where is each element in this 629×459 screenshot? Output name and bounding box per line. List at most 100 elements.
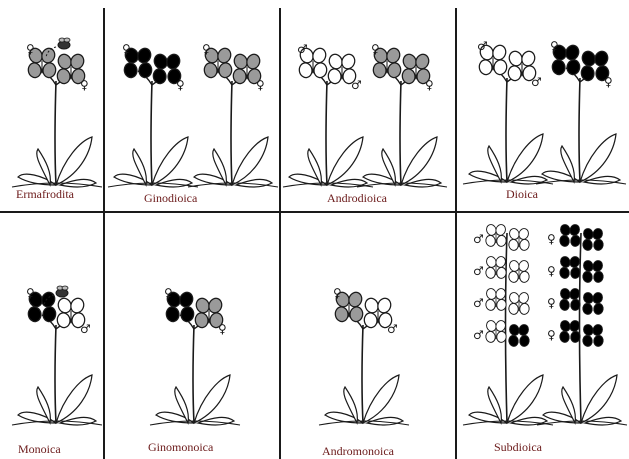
petal — [591, 323, 604, 336]
male-flower — [485, 319, 507, 343]
leaf — [581, 375, 617, 423]
panel-andromonoica: ♀♂ Andromonoica — [281, 213, 455, 459]
leaf — [56, 375, 92, 423]
panel-art: ♂♂♀♀ — [281, 0, 455, 211]
panel-art: ♀♂ — [281, 213, 455, 459]
petal — [593, 239, 604, 251]
leaf — [580, 134, 616, 182]
panel-ginodioica: ♀♀♀♀ Ginodioica — [104, 0, 279, 211]
male-flower — [508, 291, 530, 315]
female-flower — [582, 323, 604, 347]
female-symbol: ♀ — [26, 42, 35, 56]
male-symbol: ♂ — [351, 78, 362, 92]
bee-wing — [62, 286, 68, 290]
petal — [591, 259, 604, 272]
plant: ♂♂♂♂ — [463, 223, 553, 425]
panel-androdioica: ♂♂♀♀ Androdioica — [281, 0, 455, 211]
petal — [559, 299, 570, 311]
petal — [180, 306, 195, 323]
petal — [507, 65, 522, 82]
plant: ♂♂ — [283, 42, 373, 187]
petal — [56, 312, 71, 329]
petal — [232, 68, 247, 85]
petal — [334, 306, 349, 323]
plant: ♀♀♀♀ — [537, 223, 627, 425]
stem — [151, 81, 152, 185]
female-symbol: ♀ — [122, 42, 131, 56]
stem — [400, 81, 401, 185]
leaf — [56, 137, 92, 185]
petal — [551, 59, 566, 76]
petal — [496, 235, 507, 247]
female-symbol: ♀ — [333, 286, 342, 300]
plant: ♀♀ — [188, 42, 278, 187]
petal — [564, 43, 581, 61]
female-symbol: ♀ — [604, 75, 613, 89]
panel-label: Ermafrodita — [16, 187, 74, 202]
male-flower — [508, 227, 530, 251]
petal — [123, 62, 138, 79]
panel-monoica: ♀♂ Monoica — [0, 213, 103, 459]
female-flower — [559, 319, 581, 343]
stem — [326, 81, 327, 185]
male-symbol: ♂ — [473, 232, 484, 246]
petal — [372, 62, 387, 79]
petal — [519, 239, 530, 251]
male-flower — [485, 255, 507, 279]
plant: ♀♀ — [357, 42, 447, 187]
female-symbol: ♀ — [425, 78, 434, 92]
petal — [349, 306, 364, 323]
petal — [519, 335, 530, 347]
petal — [27, 306, 42, 323]
panel-label: Monoica — [18, 442, 61, 457]
leaf — [507, 375, 543, 423]
petal — [593, 271, 604, 283]
petal — [593, 335, 604, 347]
female-flower — [559, 287, 581, 311]
stem — [579, 78, 580, 182]
petal — [485, 235, 496, 247]
petal — [40, 290, 57, 308]
male-symbol: ♂ — [387, 322, 398, 336]
panel-art: ♂♂♀♀ — [457, 0, 629, 211]
petal — [387, 62, 402, 79]
panel-label: Subdioica — [494, 440, 542, 455]
plant: ♀♂ — [12, 286, 102, 425]
petal — [327, 68, 342, 85]
female-symbol: ♀ — [80, 78, 89, 92]
petal — [165, 52, 182, 70]
petal — [566, 59, 581, 76]
plant: ♀♀ — [108, 42, 198, 187]
petal — [593, 49, 610, 67]
male-symbol: ♂ — [80, 322, 91, 336]
petal — [165, 306, 180, 323]
petal — [582, 239, 593, 251]
male-flower — [508, 259, 530, 283]
stem — [506, 78, 507, 182]
petal — [508, 239, 519, 251]
female-symbol: ♀ — [26, 286, 35, 300]
female-symbol: ♀ — [547, 264, 556, 278]
petal — [570, 235, 581, 247]
petal — [485, 331, 496, 343]
leaf — [507, 134, 543, 182]
petal — [401, 68, 416, 85]
petal — [203, 62, 218, 79]
male-symbol: ♂ — [473, 264, 484, 278]
male-flower — [485, 287, 507, 311]
plant: ♀♀ — [150, 286, 240, 425]
male-symbol: ♂ — [477, 39, 488, 53]
petal — [508, 335, 519, 347]
petal — [582, 335, 593, 347]
panel-label: Dioica — [506, 187, 538, 202]
male-symbol: ♂ — [297, 42, 308, 56]
male-symbol: ♂ — [473, 296, 484, 310]
panel-art: ♀♀ — [0, 0, 103, 211]
female-symbol: ♀ — [256, 78, 265, 92]
petal — [519, 303, 530, 315]
female-symbol: ♀ — [176, 78, 185, 92]
leaf — [194, 375, 230, 423]
female-symbol: ♀ — [202, 42, 211, 56]
plant: ♀♂ — [319, 286, 409, 425]
